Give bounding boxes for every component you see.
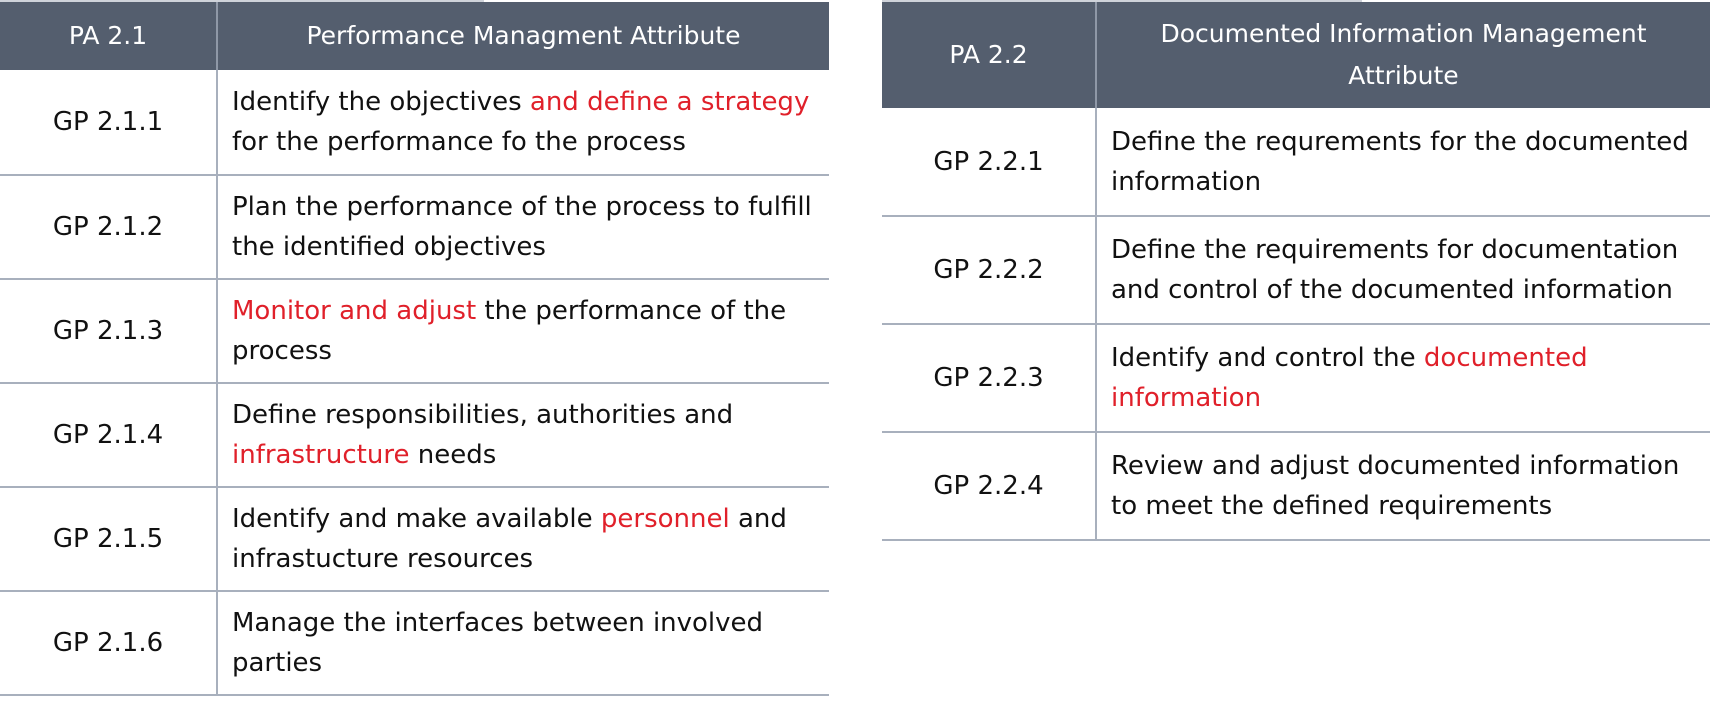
top-divider-left — [0, 0, 484, 2]
desc-text: Plan the performance of the process to f… — [232, 192, 812, 222]
gp-code: GP 2.2.2 — [882, 216, 1097, 325]
desc-text: Define the requirements for documentatio… — [1111, 235, 1679, 265]
desc-text: information — [1111, 166, 1262, 197]
gp-code: GP 2.1.5 — [0, 487, 218, 592]
attribute-header-line: Attribute — [1348, 61, 1459, 90]
desc-text: Define responsibilities, authorities and — [232, 400, 734, 430]
attribute-header: Performance Managment Attribute — [216, 2, 829, 70]
gp-code: GP 2.1.1 — [0, 70, 218, 176]
table-row: GP 2.1.5 Identify and make available per… — [0, 487, 829, 592]
desc-text: parties — [232, 648, 323, 678]
gp-description: Manage the interfaces between involved pa… — [217, 591, 829, 696]
table-header-row: PA 2.1 Performance Managment Attribute — [0, 2, 829, 70]
desc-text: and control of the documented informatio… — [1111, 275, 1673, 305]
desc-text: Manage the interfaces between involved — [232, 608, 764, 638]
desc-text: Identify and make available — [232, 504, 601, 534]
desc-text: infrastucture resources — [232, 544, 534, 574]
gp-description: Monitor and adjust the performance of th… — [217, 279, 829, 384]
desc-text: needs — [409, 440, 497, 470]
table-row: GP 2.2.2 Define the requirements for doc… — [882, 216, 1710, 325]
desc-text: Define the requrements for the documente… — [1111, 126, 1689, 157]
code-header: PA 2.2 — [882, 2, 1096, 108]
top-divider-right — [882, 0, 1362, 2]
desc-text: and — [729, 504, 787, 534]
gp-description: Define the requirements for documentatio… — [1096, 216, 1710, 325]
table-row: GP 2.1.1 Identify the objectives and def… — [0, 70, 829, 176]
table-header-row: PA 2.2 Documented Information Management… — [882, 2, 1710, 108]
gp-description: Plan the performance of the process to f… — [217, 175, 829, 280]
desc-text: to meet the defined requirements — [1111, 491, 1553, 521]
gp-code: GP 2.2.4 — [882, 432, 1097, 541]
gp-code: GP 2.1.2 — [0, 175, 218, 280]
desc-highlight: and define a strategy — [529, 87, 810, 117]
gp-description: Review and adjust documented information… — [1096, 432, 1710, 541]
gp-code: GP 2.2.3 — [882, 324, 1097, 433]
desc-text: the identified objectives — [232, 232, 546, 262]
gp-description: Identify and control the documented infor… — [1096, 324, 1710, 433]
desc-text: Identify and control the — [1111, 343, 1424, 373]
table-row: GP 2.1.3 Monitor and adjust the performa… — [0, 279, 829, 384]
desc-highlight: information — [1111, 383, 1262, 413]
gp-code: GP 2.2.1 — [882, 108, 1097, 217]
desc-text: for the performance fo the process — [232, 127, 686, 157]
desc-text: Review and adjust documented information — [1111, 451, 1680, 481]
gp-description: Define the requrements for the documente… — [1096, 108, 1710, 217]
code-header: PA 2.1 — [0, 2, 217, 70]
desc-highlight: personnel — [600, 504, 730, 534]
gp-description: Define responsibilities, authorities and… — [217, 383, 829, 488]
pa-2-2-table: PA 2.2 Documented Information Management… — [882, 2, 1710, 541]
desc-text: process — [232, 336, 332, 366]
table-row: GP 2.2.4 Review and adjust documented in… — [882, 432, 1710, 541]
gp-description: Identify the objectives and define a str… — [217, 70, 829, 176]
table-row: GP 2.2.3 Identify and control the docume… — [882, 324, 1710, 433]
gp-code: GP 2.1.6 — [0, 591, 218, 696]
gp-description: Identify and make available personnel an… — [217, 487, 829, 592]
desc-text: the performance of the — [476, 296, 787, 326]
gp-code: GP 2.1.3 — [0, 279, 218, 384]
gp-code: GP 2.1.4 — [0, 383, 218, 488]
desc-highlight: infrastructure — [232, 440, 410, 470]
table-row: GP 2.1.2 Plan the performance of the pro… — [0, 175, 829, 280]
attribute-header-line: Documented Information Management — [1160, 19, 1647, 48]
desc-highlight: Monitor and adjust — [232, 296, 477, 326]
pa-2-1-table: PA 2.1 Performance Managment Attribute G… — [0, 2, 829, 696]
desc-highlight: documented — [1423, 343, 1588, 373]
table-row: GP 2.1.6 Manage the interfaces between i… — [0, 591, 829, 696]
table-row: GP 2.1.4 Define responsibilities, author… — [0, 383, 829, 488]
table-row: GP 2.2.1 Define the requrements for the … — [882, 108, 1710, 217]
desc-text: Identify the objectives — [232, 87, 530, 117]
